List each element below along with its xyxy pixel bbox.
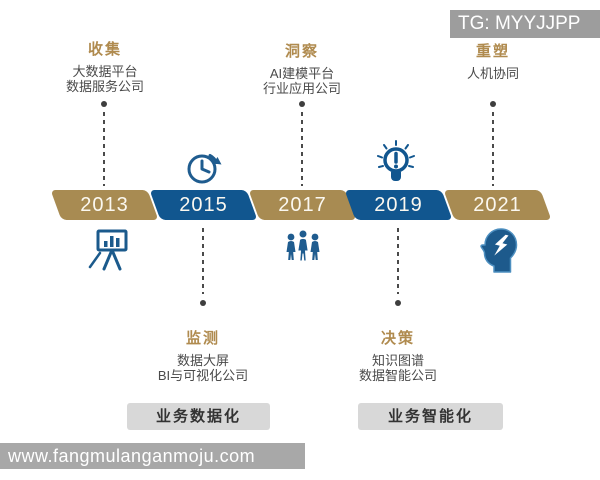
year-label: 2015 [179, 194, 228, 216]
stage-insight-line1: AI建模平台 [269, 66, 335, 81]
phase-box-business-intelligence: 业务智能化 [358, 403, 503, 430]
year-label: 2013 [80, 194, 129, 216]
year-segment-2013: 2013 [50, 190, 159, 220]
connector-dashed-line [492, 112, 494, 186]
stage-insight-title: 洞察 [284, 43, 319, 60]
head-lightning-icon [480, 228, 518, 273]
year-segment-2019: 2019 [344, 190, 453, 220]
connector-dot [200, 300, 206, 306]
stage-monitor-line1: 数据大屏 [176, 353, 229, 368]
alert-lightbulb-icon [377, 140, 415, 181]
history-clock-icon [187, 154, 222, 184]
year-segment-2021: 2021 [443, 190, 552, 220]
presentation-easel-icon [88, 229, 128, 271]
connector-dot [299, 101, 305, 107]
stage-reshape-title: 重塑 [475, 43, 510, 60]
connector-dashed-line [301, 112, 303, 186]
stage-monitor: 监测 数据大屏 BI与可视化公司 [115, 327, 291, 383]
year-label: 2017 [278, 194, 327, 216]
watermark-telegram: TG: MYYJJPP [450, 10, 600, 38]
stage-collect-line2: 数据服务公司 [65, 79, 144, 94]
connector-dot [101, 101, 107, 107]
phase-box-business-dataization: 业务数据化 [127, 403, 270, 430]
stage-decision-title: 决策 [380, 330, 415, 347]
stage-decision-line1: 知识图谱 [371, 353, 424, 368]
stage-insight: 洞察 AI建模平台 行业应用公司 [214, 40, 390, 96]
team-people-icon [286, 229, 320, 262]
connector-dot [395, 300, 401, 306]
stage-collect: 收集 大数据平台 数据服务公司 [17, 38, 193, 94]
stage-reshape: 重塑 人机协同 [405, 40, 581, 81]
stage-collect-title: 收集 [87, 41, 122, 58]
stage-insight-line2: 行业应用公司 [262, 81, 341, 96]
connector-dot [490, 101, 496, 107]
year-segment-2015: 2015 [149, 190, 258, 220]
stage-monitor-line2: BI与可视化公司 [157, 368, 249, 383]
stage-reshape-line1: 人机协同 [466, 66, 519, 81]
watermark-website: www.fangmulanganmoju.com [0, 443, 305, 469]
stage-monitor-title: 监测 [185, 330, 220, 347]
year-label: 2021 [473, 194, 522, 216]
connector-dashed-line [397, 228, 399, 294]
stage-collect-line1: 大数据平台 [72, 64, 138, 79]
connector-dashed-line [103, 112, 105, 186]
connector-dashed-line [202, 228, 204, 294]
year-label: 2019 [374, 194, 423, 216]
year-segment-2017: 2017 [248, 190, 357, 220]
stage-decision-line2: 数据智能公司 [358, 368, 437, 383]
stage-decision: 决策 知识图谱 数据智能公司 [310, 327, 486, 383]
